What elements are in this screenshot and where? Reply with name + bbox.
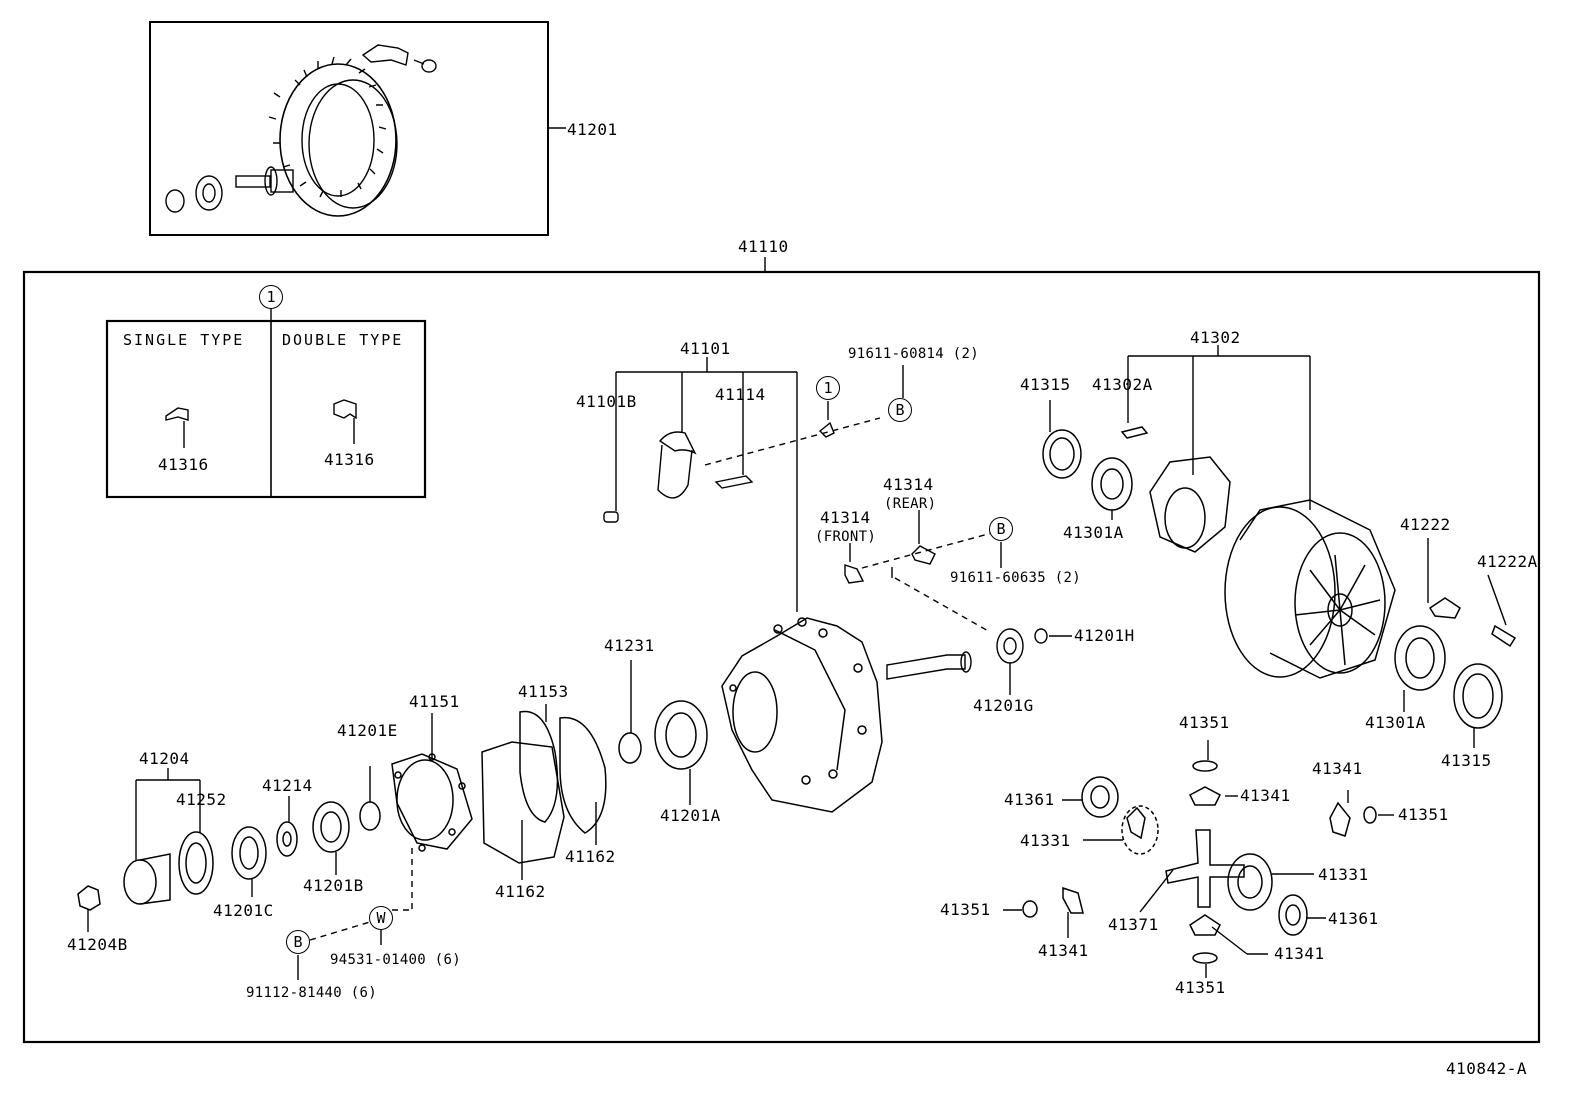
part-41101B-label: 41101B [576,392,637,411]
part-41341-bottom-label: 41341 [1274,944,1325,963]
part-41341-left-label: 41341 [1038,941,1089,960]
part-41222A-label: 41222A [1477,552,1538,571]
bolt-91611-60635-label: 91611-60635 (2) [950,570,1081,586]
part-41351-top-label: 41351 [1179,713,1230,732]
marker-b-middle: B [989,517,1013,541]
part-41301A-right-label: 41301A [1365,713,1426,732]
part-41201C-label: 41201C [213,901,274,920]
diagram-id: 410842-A [1446,1059,1528,1078]
bolt-94531-01400-label: 94531-01400 (6) [330,952,461,968]
part-41201H-label: 41201H [1074,626,1135,645]
marker-w: W [369,906,393,930]
part-41314-rear-label: 41314 [883,475,934,494]
double-type-header: DOUBLE TYPE [282,331,404,349]
marker-b-upper: B [888,398,912,422]
marker-b-lower: B [286,930,310,954]
ring-pinion-box [149,21,549,236]
type-marker-circle: 1 [259,285,283,309]
bolt-91112-81440-label: 91112-81440 (6) [246,985,377,1001]
part-41201E-label: 41201E [337,721,398,740]
bolt-91611-60814-label: 91611-60814 (2) [848,346,979,362]
part-41222-label: 41222 [1400,515,1451,534]
part-41302-label: 41302 [1190,328,1241,347]
part-41153-label: 41153 [518,682,569,701]
pinion-side-parts-drawing [77,700,708,911]
part-41341-right-label: 41341 [1312,759,1363,778]
ring-gear-drawing [268,56,398,217]
part-41361-right-label: 41361 [1328,909,1379,928]
single-type-header: SINGLE TYPE [123,331,245,349]
part-41252-label: 41252 [176,790,227,809]
part-41331-right-label: 41331 [1318,865,1369,884]
part-41351-bottom-label: 41351 [1175,978,1226,997]
part-41151-label: 41151 [409,692,460,711]
inset-type-box [105,319,427,499]
carrier-housing-drawing [721,617,883,813]
part-41201-label: 41201 [567,120,618,139]
part-41371-label: 41371 [1108,915,1159,934]
part-41316-single-label: 41316 [158,455,209,474]
part-41316-double-label: 41316 [324,450,375,469]
part-41314-front-label: 41314 [820,508,871,527]
part-41162-left-label: 41162 [495,882,546,901]
part-41302A-label: 41302A [1092,375,1153,394]
differential-case-drawing [1042,426,1517,729]
type-marker-circle-carrier: 1 [816,376,840,400]
part-41231-label: 41231 [604,636,655,655]
part-41361-left-label: 41361 [1004,790,1055,809]
part-41201A-label: 41201A [660,806,721,825]
part-41315-top-label: 41315 [1020,375,1071,394]
part-41341-top-label: 41341 [1240,786,1291,805]
ring-bracket-drawing [361,44,437,73]
pinion-drawing [165,166,294,213]
part-41315-right-label: 41315 [1441,751,1492,770]
part-41331-left-label: 41331 [1020,831,1071,850]
differential-gears-drawing [1022,760,1377,964]
rear-note: (REAR) [884,496,937,512]
part-41110-label: 41110 [738,237,789,256]
part-41201G-label: 41201G [973,696,1034,715]
part-41351-left-label: 41351 [940,900,991,919]
part-41201B-label: 41201B [303,876,364,895]
part-41101-label: 41101 [680,339,731,358]
part-41214-label: 41214 [262,776,313,795]
part-41162-right-label: 41162 [565,847,616,866]
part-41301A-top-label: 41301A [1063,523,1124,542]
part-41351-right-label: 41351 [1398,805,1449,824]
part-41204-label: 41204 [139,749,190,768]
front-note: (FRONT) [815,529,877,545]
part-41114-label: 41114 [715,385,766,404]
part-41204B-label: 41204B [67,935,128,954]
carrier-assembly-box [22,270,1541,1044]
